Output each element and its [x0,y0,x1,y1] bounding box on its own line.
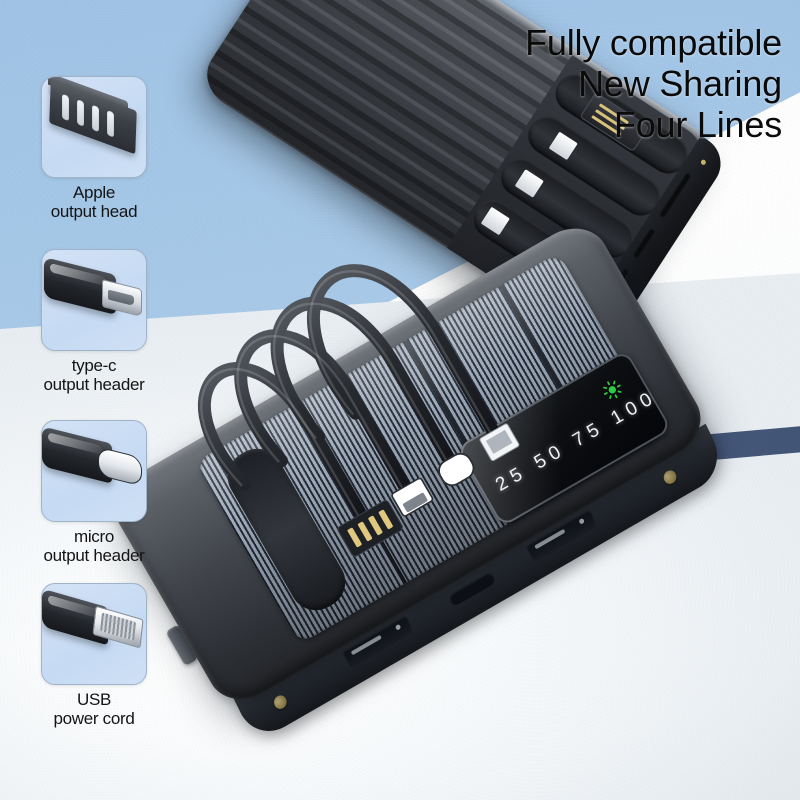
feature-caption: micro output header [34,527,154,565]
headline-line-2: New Sharing [578,63,782,105]
feature-type-c-output-header[interactable]: type-c output header [34,249,154,394]
headline-line-3: Four Lines [613,104,782,146]
caption-line-1: Apple [73,183,115,202]
feature-apple-output-head[interactable]: Apple output head [34,76,154,221]
lightning-connector-icon [41,583,147,685]
feature-micro-output-header[interactable]: micro output header [34,420,154,565]
four-cables-group [197,264,520,557]
led-battery-display: 25 50 75 100 [456,349,673,528]
caption-line-2: output header [43,375,145,395]
caption-line-2: power cord [53,709,135,729]
usb-c-cable [270,296,459,471]
sun-brightness-icon [603,380,622,399]
upper-bank-indicator-light [700,158,707,166]
usb-c-cable-head [438,452,475,487]
usb-a-connector-icon [41,76,147,178]
caption-line-2: output header [43,546,145,566]
corner-screw [271,693,289,712]
micro-usb-cable-head [391,477,434,517]
usb-c-connector-icon [41,420,147,522]
caption-line-2: output head [50,202,138,222]
feature-caption: type-c output header [34,356,154,394]
feature-caption: USB power cord [34,690,154,728]
headline: Fully compatible New Sharing Four Lines [525,22,782,145]
lower-bank-body: 25 50 75 100 [102,214,714,713]
caption-line-1: micro [73,527,115,546]
usb-a-cable-head [337,500,403,557]
power-bank-lower: 25 50 75 100 [102,214,763,798]
caption-line-1: type-c [71,356,117,375]
feature-usb-power-cord[interactable]: USB power cord [34,583,154,728]
lightning-cable-head [479,423,520,462]
headline-line-1: Fully compatible [525,22,782,63]
micro-usb-connector-icon [41,249,147,351]
feature-caption: Apple output head [34,183,154,221]
lightning-cable [307,264,503,443]
corner-screw [661,468,679,487]
caption-line-1: USB [76,690,112,709]
